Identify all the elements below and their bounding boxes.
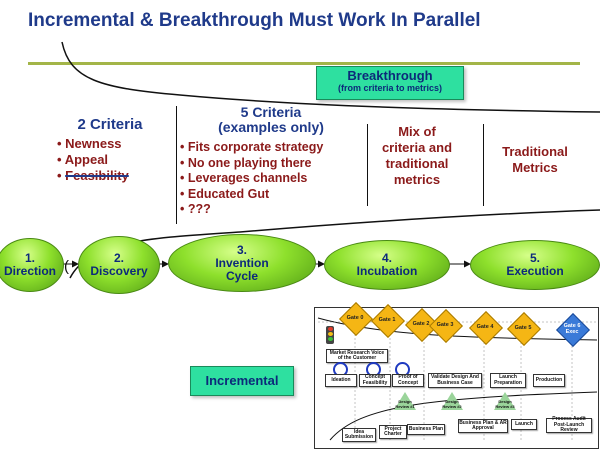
market-research-box: Market Research Voice of the Customer [326,349,388,363]
review-label: Design Review #1 [395,399,415,409]
column-divider [176,106,177,224]
process-box: Idea Submission [342,428,376,442]
stage-discovery: 2. Discovery [78,236,160,294]
criteria-item: ??? [180,202,323,218]
process-box: Concept Feasibility [359,374,391,387]
stage-name: Incubation [356,264,418,278]
criteria-item-newness: Newness [57,136,129,152]
review-label: Design Review #2 [442,399,462,409]
process-box: Process Audit Post-Launch Review [546,417,592,433]
design-review-triangle-icon [441,392,463,410]
gate-label: Gate 4 [476,324,494,330]
stage-number: 4. [381,251,392,265]
gate-label: Gate 6 Exec [563,323,581,335]
mix-criteria-heading: Mix of criteria and traditional metrics [362,124,472,188]
traditional-line: Metrics [512,160,558,175]
feasibility-struck-text: Feasibility [65,168,129,183]
design-review-triangle-icon [494,392,516,410]
criteria-item-feasibility: Feasibility [57,168,129,184]
stage-name: Direction [3,264,56,278]
stage-number: 3. [236,242,247,257]
criteria-item: Educated Gut [180,187,323,203]
review-label: Design Review #3 [495,399,515,409]
mix-line: traditional [385,156,449,171]
gate-label: Gate 3 [436,322,454,328]
five-criteria-heading: 5 Criteria (examples only) [186,105,356,135]
process-box: Business Plan & AR Approval [458,419,508,433]
breakthrough-upper-curve [61,41,600,113]
process-box: Ideation [325,374,357,387]
stage-name: Invention [215,255,269,270]
stage-execution: 5. Execution [470,240,600,290]
stage-number: 2. [113,251,124,265]
page-title: Incremental & Breakthrough Must Work In … [28,10,481,31]
process-box: Business Plan [407,424,445,435]
stage-name: Discovery [90,264,148,278]
breakthrough-subtitle: (from criteria to metrics) [337,83,443,93]
traditional-metrics-heading: Traditional Metrics [487,144,583,176]
column-divider [483,124,484,206]
design-review-triangle-icon [394,392,416,410]
five-criteria-subtitle: (examples only) [218,119,324,135]
incremental-box: Incremental [190,366,294,396]
traditional-line: Traditional [502,144,568,159]
process-box: Production [533,374,565,387]
process-box: Proof of Concept [392,374,424,387]
process-box: Project Charter [379,425,407,439]
mix-line: Mix of [398,124,436,139]
criteria-item: Leverages channels [180,171,323,187]
criteria-item-appeal: Appeal [57,152,129,168]
column-divider [367,124,368,206]
paren-mark: ( [64,258,69,275]
stage-invention-cycle: 3. Invention Cycle [168,234,316,292]
mix-line: metrics [393,172,441,187]
stage-number: 1. [24,251,35,265]
stage-name: Execution [506,264,564,278]
stage-direction: 1. Direction [0,238,64,292]
five-criteria-list: Fits corporate strategy No one playing t… [180,140,323,218]
gate-label: Gate 5 [514,325,532,331]
process-box: Launch [511,419,537,430]
traffic-light-icon [326,326,334,344]
process-box: Validate Design And Business Case [428,373,482,388]
mix-line: criteria and [381,140,453,155]
process-box: Launch Preparation [490,373,526,388]
criteria-item: No one playing there [180,156,323,172]
title-underline [28,62,580,65]
two-criteria-list: Newness Appeal Feasibility [57,136,129,184]
gate-label: Gate 0 [346,315,364,321]
two-criteria-heading: 2 Criteria [77,116,143,133]
five-criteria-title: 5 Criteria [240,104,302,120]
gate-label: Gate 1 [378,317,396,323]
breakthrough-box: Breakthrough (from criteria to metrics) [316,66,464,100]
criteria-item: Fits corporate strategy [180,140,323,156]
stage-incubation: 4. Incubation [324,240,450,290]
gate-label: Gate 2 [412,321,430,327]
stage-name: Cycle [225,268,259,283]
stage-number: 5. [529,251,540,265]
breakthrough-title: Breakthrough [347,68,433,83]
